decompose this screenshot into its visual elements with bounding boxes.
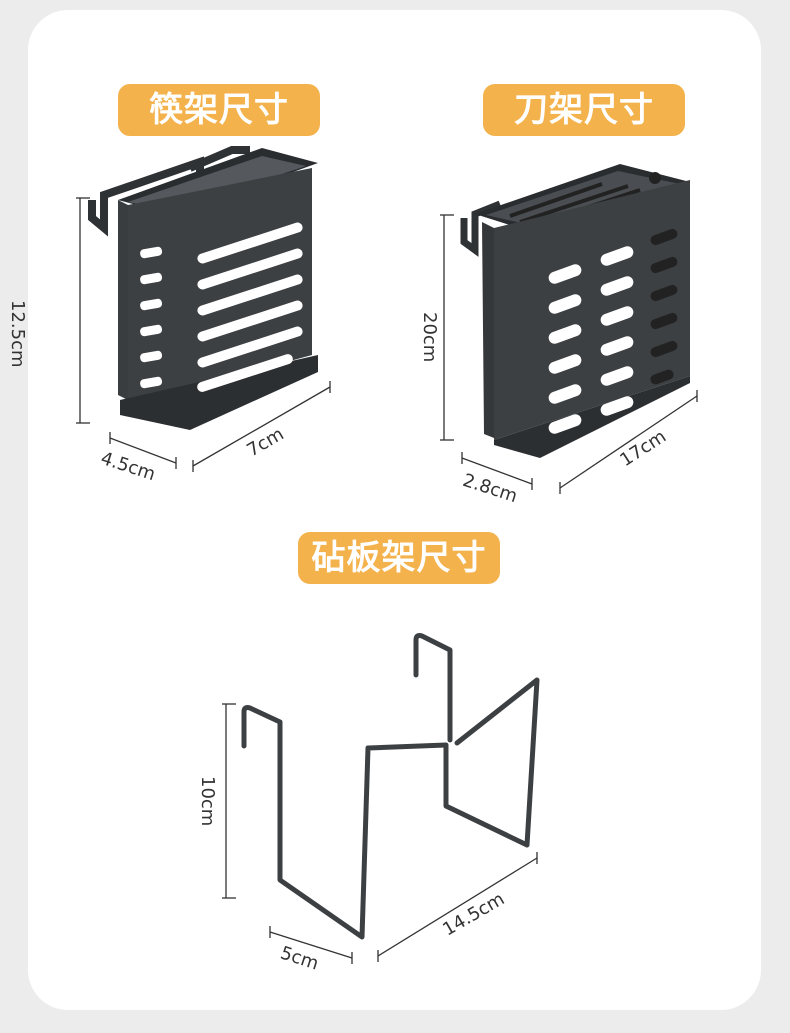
chopstick-holder-image bbox=[76, 146, 331, 472]
cutting-board-rack-image bbox=[222, 633, 540, 964]
board-height-label: 10cm bbox=[197, 776, 218, 827]
knife-rack-title: 刀架尺寸 bbox=[483, 84, 685, 136]
chopstick-rack-title: 筷架尺寸 bbox=[118, 84, 320, 136]
chopstick-height-label: 12.5cm bbox=[7, 300, 28, 368]
knife-holder-image bbox=[440, 164, 698, 494]
knife-height-label: 20cm bbox=[419, 312, 440, 363]
cutting-board-rack-title: 砧板架尺寸 bbox=[298, 532, 500, 584]
